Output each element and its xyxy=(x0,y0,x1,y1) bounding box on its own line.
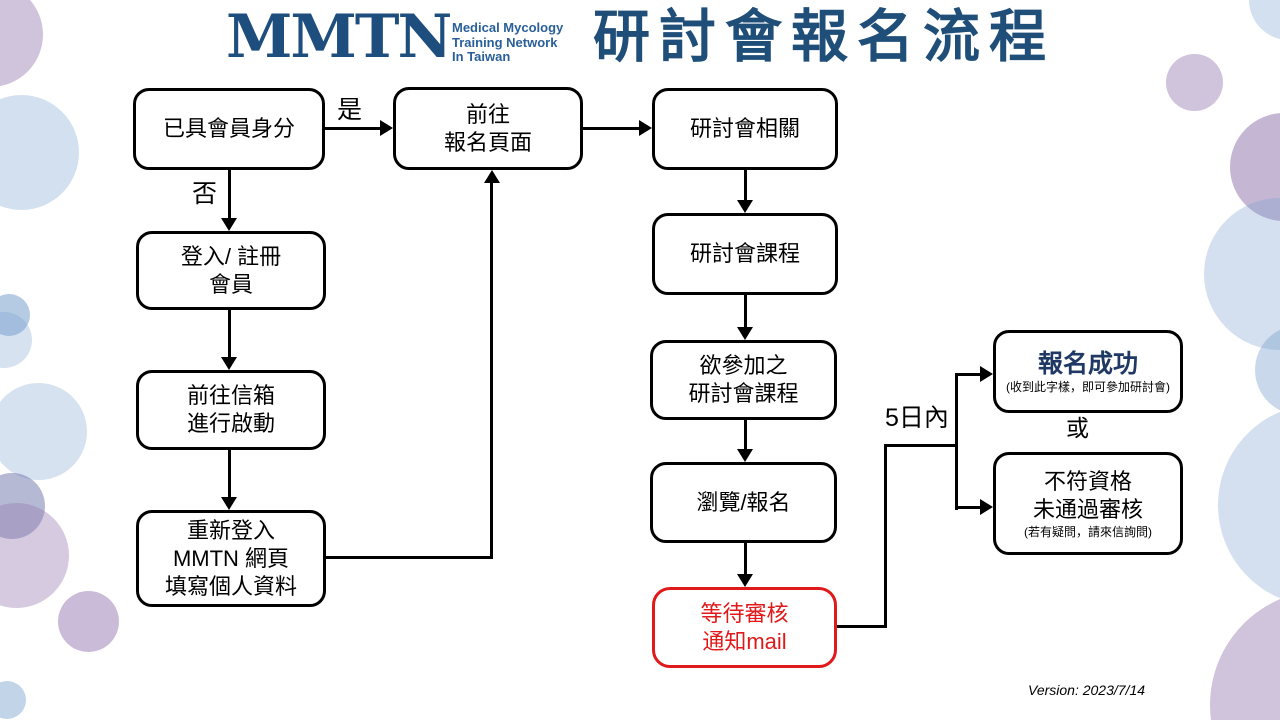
arrowhead xyxy=(380,120,393,136)
arrowhead xyxy=(737,327,753,340)
label-within-days: 5日內 xyxy=(885,404,949,432)
connector xyxy=(744,170,747,202)
arrowhead xyxy=(221,357,237,370)
connector xyxy=(744,420,747,451)
decor-circle xyxy=(0,95,79,210)
arrowhead xyxy=(221,497,237,510)
flow-node-wait-review: 等待審核 通知mail xyxy=(652,587,837,668)
connector xyxy=(228,450,231,500)
flow-node-relogin-fill: 重新登入 MMTN 網頁 填寫個人資料 xyxy=(136,510,326,607)
flow-node-success: 報名成功 (收到此字樣，即可參加研討會) xyxy=(993,330,1183,413)
logo-subtitle-line: Training Network xyxy=(452,34,558,50)
logo-subtitle-line: Medical Mycology xyxy=(452,20,564,35)
decor-circle xyxy=(58,591,119,652)
label-no: 否 xyxy=(192,180,218,208)
decor-circle xyxy=(1210,590,1280,720)
arrowhead xyxy=(980,366,993,382)
connector-branch xyxy=(837,625,887,628)
flow-node-seminar-courses: 研討會課程 xyxy=(652,213,838,295)
connector-branch xyxy=(884,444,958,447)
decor-circle xyxy=(1204,198,1280,350)
arrowhead xyxy=(737,574,753,587)
connector-branch xyxy=(955,506,982,509)
flow-node-activate-mailbox: 前往信箱 進行啟動 xyxy=(136,370,326,450)
logo-subtitle-line: In Taiwan xyxy=(452,49,511,64)
arrowhead xyxy=(737,449,753,462)
mmtn-logo-subtitle: Medical Mycology Training Network In Tai… xyxy=(452,20,564,65)
decor-circle xyxy=(0,681,26,719)
connector-yes xyxy=(325,127,383,130)
decor-circle xyxy=(0,383,87,480)
connector xyxy=(744,543,747,576)
decor-circle xyxy=(0,0,43,87)
connector xyxy=(583,127,641,130)
arrowhead xyxy=(737,200,753,213)
label-yes: 是 xyxy=(337,96,363,124)
flow-node-login-register: 登入/ 註冊 會員 xyxy=(136,231,326,310)
flow-node-member-check: 已具會員身分 xyxy=(133,88,325,170)
label-or: 或 xyxy=(1066,415,1089,441)
connector-branch xyxy=(955,373,958,510)
arrowhead xyxy=(980,499,993,515)
flow-node-browse-register: 瀏覽/報名 xyxy=(650,462,837,543)
connector xyxy=(326,556,493,559)
page-title: 研討會報名流程 xyxy=(593,5,1055,69)
connector-branch xyxy=(955,373,982,376)
decor-circle xyxy=(1249,0,1280,40)
mmtn-logo: MMTN xyxy=(226,2,452,72)
decor-circle xyxy=(1166,54,1223,111)
arrowhead xyxy=(639,120,652,136)
connector xyxy=(490,181,493,559)
arrowhead xyxy=(221,218,237,231)
connector-branch xyxy=(884,444,887,628)
flow-node-rejected: 不符資格 未通過審核 (若有疑問，請來信詢問) xyxy=(993,452,1183,555)
arrowhead xyxy=(484,170,500,183)
flow-node-desired-courses: 欲參加之 研討會課程 xyxy=(650,340,837,420)
flow-node-goto-registration: 前往 報名頁面 xyxy=(393,87,583,170)
connector xyxy=(228,310,231,360)
flow-node-seminar-related: 研討會相關 xyxy=(652,88,838,170)
decor-circle xyxy=(0,503,69,608)
decor-circle xyxy=(1218,404,1280,606)
connector xyxy=(744,295,747,329)
version-text: Version: 2023/7/14 xyxy=(1028,682,1146,698)
connector-no xyxy=(228,170,231,220)
